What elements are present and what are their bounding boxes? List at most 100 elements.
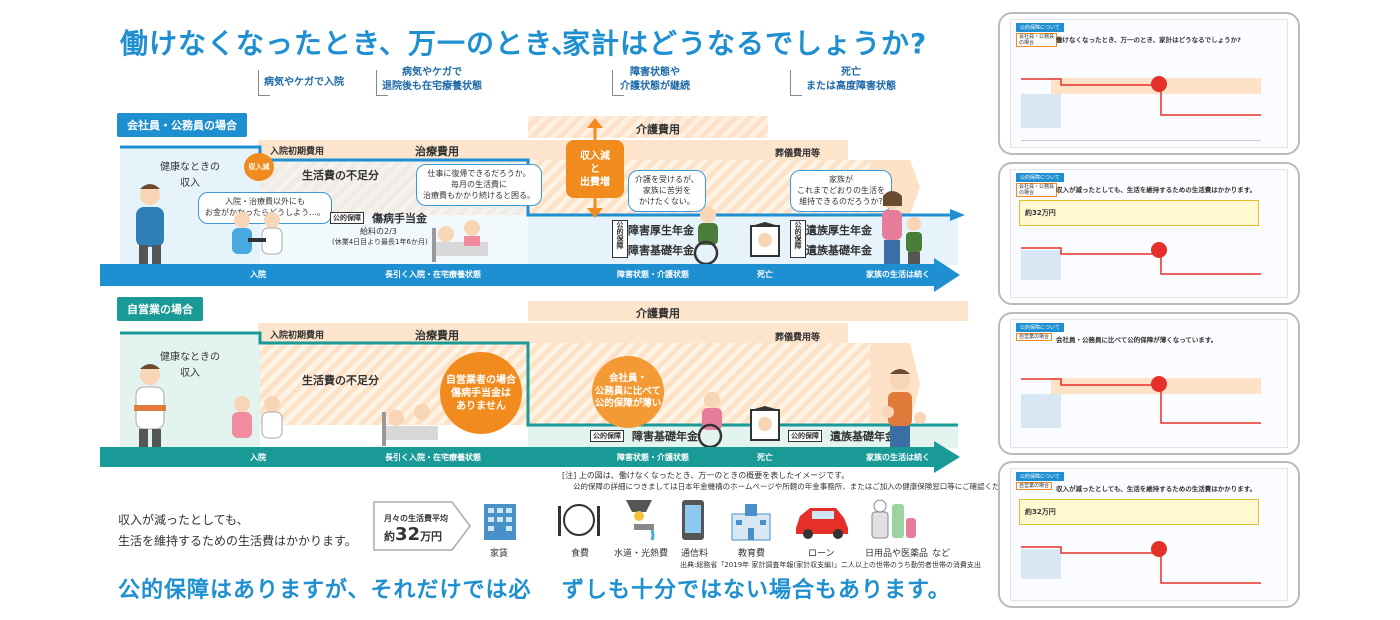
event-disability: 障害状態や 介護状態が継続 (620, 67, 690, 92)
shortfall-label-2: 生活費の不足分 (302, 374, 379, 387)
healthy-income-label-2: 健康なときの 収入 (160, 352, 220, 379)
phone2-amount: 約32万円 (1025, 209, 1056, 217)
apartment-icon (484, 504, 516, 540)
bottom-message-left: 公的保障はありますが、それだけでは必 (118, 578, 532, 603)
portrait-icon-2 (750, 406, 780, 441)
phone-slide-3[interactable]: 公的保障について 自営業の場合 会社員・公務員に比べて公的保障が薄くなっています… (998, 312, 1300, 455)
expense-rent: 家賃 (490, 549, 509, 559)
doctor-consult-icon (232, 212, 283, 255)
note-1: [注] 上の図は、働けなくなったとき、万一のときの概要を表したイメージです。 (562, 471, 850, 480)
phone1-who: 会社員・公務員 の場合 (1016, 33, 1058, 47)
timeline2-admission: 入院 (250, 453, 266, 462)
portrait-icon (750, 222, 780, 257)
no-allowance-badge: 自営業者の場合 傷病手当金は ありません (440, 352, 522, 434)
survivor-employee-pension: 遺族厚生年金 (806, 224, 872, 237)
wheelchair-icon-2 (697, 392, 723, 448)
public-label-s2-1: 公的保障 (590, 430, 624, 442)
thin-protection-badge: 会社員・ 公務員に比べて 公的保障が薄い (592, 356, 664, 428)
bubble-family: 家族が これまでどおりの生活を 維持できるのだろうか? (790, 170, 892, 213)
phone3-title: 会社員・公務員に比べて公的保障が薄くなっています。 (1056, 336, 1218, 344)
family-icon (882, 191, 922, 264)
phone3-who: 自営業の場合 (1016, 333, 1053, 341)
section-employee-tag: 会社員・公務員の場合 (117, 113, 247, 137)
phone1-title: 働けなくなったとき、万一のとき、家計はどうなるでしょうか? (1056, 36, 1241, 44)
funeral-cost-label-2: 葬儀費用等 (775, 333, 821, 343)
car-icon (796, 508, 848, 539)
public-label-2: 公的保障 (612, 220, 628, 258)
monthly-amount: 32 (395, 524, 421, 545)
timeline1-disability: 障害状態・介護状態 (617, 270, 689, 279)
daily-goods-icon (871, 499, 916, 539)
allowance-detail-1: 給料の2/3 (360, 227, 397, 236)
expense-etc: など (932, 549, 951, 559)
care-cost-label: 介護費用 (636, 123, 680, 136)
timeline1-admission: 入院 (250, 270, 266, 279)
headline-right: 家計はどうなるでしょうか? (562, 27, 928, 60)
public-label-3: 公的保障 (790, 220, 806, 258)
wheelchair-icon (693, 207, 719, 265)
treatment-cost-label-2: 治療費用 (415, 329, 459, 342)
disability-basic-pension: 障害基礎年金 (628, 244, 694, 257)
bubble-return-work: 仕事に復帰できるだろうか。 毎月の生活費に 治療費もかかり続けると困る。 (416, 164, 542, 207)
family-icon-2 (882, 369, 926, 448)
treatment-cost-label: 治療費用 (415, 145, 459, 158)
healthy-income-label: 健康なときの 収入 (160, 162, 220, 189)
event-hospitalization: 病気やケガで入院 (264, 77, 344, 88)
public-label-s2-2: 公的保障 (788, 430, 822, 442)
meal-icon (558, 504, 600, 536)
source-note: 出典:総務省「2019年 家計調査年報(家計収支編)」二人以上の世帯のうち勤労者… (680, 561, 981, 569)
phone4-amount: 約32万円 (1025, 508, 1056, 516)
expense-telecom: 通信料 (681, 549, 709, 559)
hospital-bed-icon (432, 220, 488, 262)
expense-loan: ローン (808, 549, 835, 559)
expense-daily-goods: 日用品や医薬品 (865, 549, 929, 559)
monthly-unit: 万円 (420, 530, 443, 543)
allowance-detail-2: (休業4日目より最長1年6か月) (332, 238, 428, 246)
phone-slide-2[interactable]: 公的保障について 会社員・公務員 の場合 収入が減ったとしても、生活を維持するた… (998, 162, 1300, 305)
phone-slide-4[interactable]: 公的保障について 自営業の場合 収入が減ったとしても、生活を維持するための生活費… (998, 461, 1300, 608)
survivor-basic-pension-2: 遺族基礎年金 (830, 430, 896, 443)
funeral-cost-label: 葬儀費用等 (775, 149, 821, 159)
monthly-prefix: 約 (384, 530, 395, 543)
income-expense-badge: 収入減 と 出費増 (566, 140, 624, 198)
sickness-allowance: 傷病手当金 (372, 212, 427, 225)
expense-food: 食費 (571, 549, 590, 559)
admission-cost-label-2: 入院初期費用 (270, 331, 325, 341)
survivor-basic-pension: 遺族基礎年金 (806, 244, 872, 257)
timeline1-family: 家族の生活は続く (866, 270, 930, 279)
living-cost-text: 収入が減ったとしても、 生活を維持するための生活費はかかります。 (118, 513, 357, 548)
section-selfemployed-tag: 自営業の場合 (117, 297, 203, 321)
headline-left: 働けなくなったとき、万一のとき、 (120, 27, 581, 60)
event-death: 死亡 または高度障害状態 (806, 67, 896, 92)
school-icon (731, 504, 771, 541)
expense-utilities: 水道・光熱費 (614, 549, 669, 559)
timeline1-long-stay: 長引く入院・在宅療養状態 (385, 270, 481, 279)
phone4-who: 自営業の場合 (1016, 482, 1053, 490)
utilities-icon (626, 500, 655, 541)
bubble-care: 介護を受けるが、 家族に苦労を かけたくない。 (628, 170, 706, 213)
phone2-title: 収入が減ったとしても、生活を維持するための生活費はかかります。 (1056, 186, 1257, 194)
phone-slide-1[interactable]: 公的保障について 会社員・公務員 の場合 働けなくなったとき、万一のとき、家計は… (998, 12, 1300, 155)
phone4-title: 収入が減ったとしても、生活を維持するための生活費はかかります。 (1056, 485, 1257, 493)
timeline1-death: 死亡 (757, 270, 773, 279)
phone1-header: 公的保障について (1016, 23, 1064, 32)
phone3-header: 公的保障について (1016, 323, 1064, 332)
disability-basic-pension-2: 障害基礎年金 (632, 430, 698, 443)
monthly-label: 月々の生活費平均 (384, 514, 448, 523)
hospital-bed-icon-2 (382, 404, 438, 446)
doctor-consult-icon-2 (232, 396, 283, 439)
smartphone-icon (682, 500, 704, 540)
person-healthy-icon (136, 184, 164, 265)
phone2-who: 会社員・公務員 の場合 (1016, 183, 1058, 197)
disability-employee-pension: 障害厚生年金 (628, 224, 694, 237)
phone2-header: 公的保障について (1016, 173, 1064, 182)
expense-education: 教育費 (738, 549, 766, 559)
timeline2-long-stay: 長引く入院・在宅療養状態 (385, 453, 481, 462)
event-home-care: 病気やケガで 退院後も在宅療養状態 (382, 67, 482, 92)
admission-cost-label: 入院初期費用 (270, 147, 325, 157)
bottom-message-right: ずしも十分ではない場合もあります。 (562, 578, 951, 603)
phone4-header: 公的保障について (1016, 472, 1064, 481)
person-selfemployed-icon (134, 364, 166, 447)
care-cost-label-2: 介護費用 (636, 307, 680, 320)
public-label-1: 公的保障 (330, 212, 364, 224)
